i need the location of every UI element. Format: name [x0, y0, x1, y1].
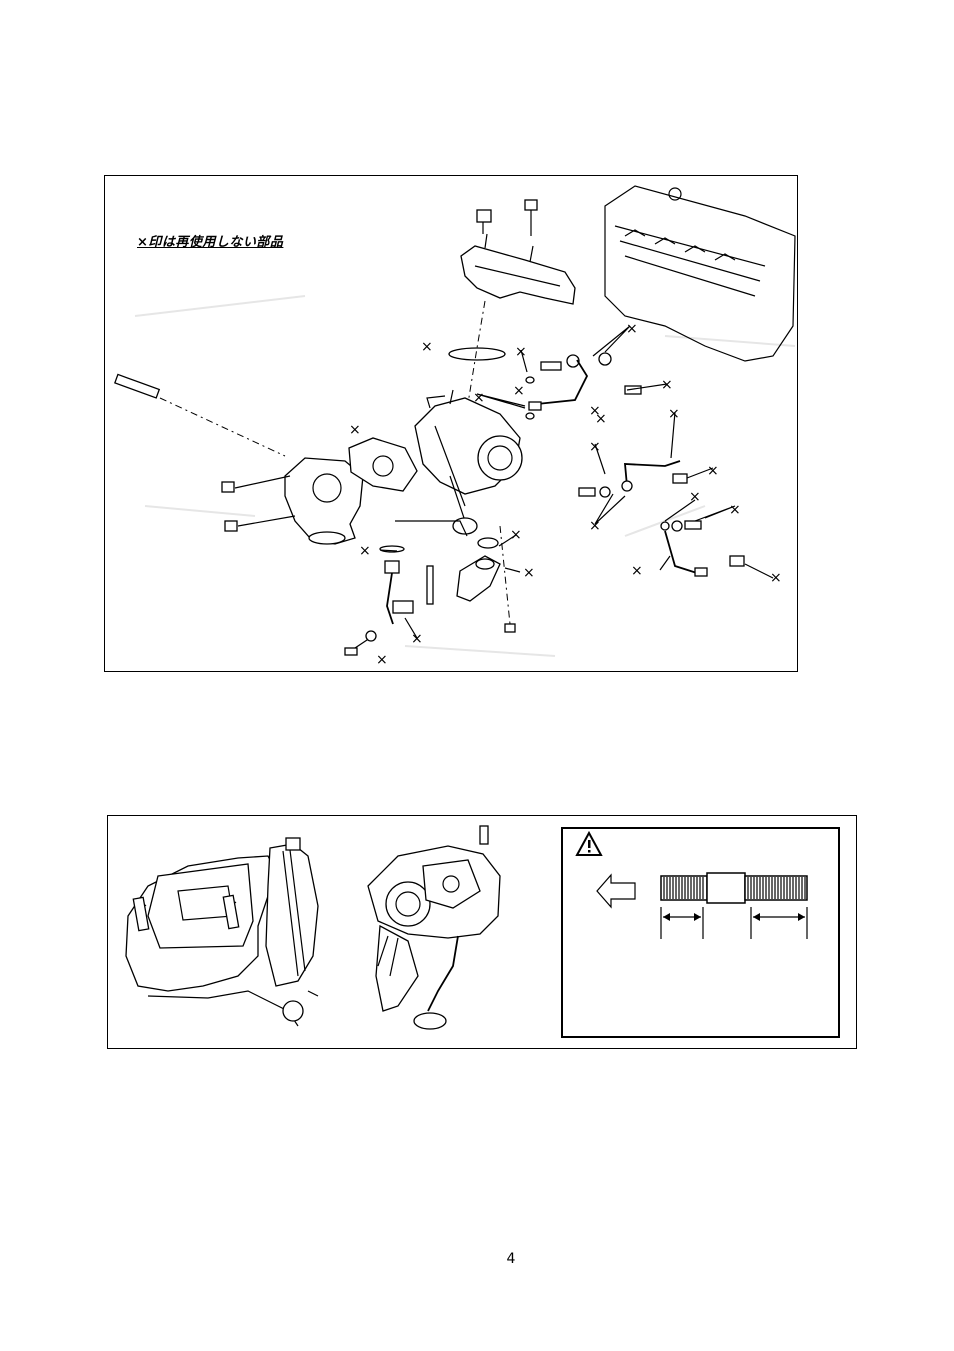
x-marker: × [523, 565, 535, 581]
x-marker: × [689, 489, 701, 505]
non-reusable-parts-note: ×印は再使用しない部品 [137, 231, 283, 250]
x-marker: × [589, 439, 601, 455]
non-reusable-part-markers: × × × × × × × × × × × × × × × × × × × × … [349, 321, 782, 668]
x-marker: × [513, 383, 525, 399]
dimension-lines [661, 907, 807, 939]
warning-triangle-icon [577, 833, 601, 855]
x-marker: × [661, 377, 673, 393]
oil-return-pipe-illustration [345, 521, 467, 655]
x-marker: × [510, 527, 522, 543]
turbo-front-view-illustration [126, 838, 318, 1026]
x-marker: × [359, 543, 371, 559]
coolant-pipe-upper-illustration [526, 353, 641, 419]
x-marker: × [707, 463, 719, 479]
x-marker: × [626, 321, 638, 337]
x-marker: × [631, 563, 643, 579]
oxygen-sensor-illustration [115, 374, 285, 456]
x-marker: × [589, 403, 601, 419]
manifold-gasket [449, 348, 505, 360]
x-marker: × [349, 422, 361, 438]
turbo-rear-view-illustration [368, 826, 500, 1029]
exploded-view-drawing: × × × × × × × × × × × × × × × × × × × × … [105, 176, 799, 673]
x-marker: × [421, 339, 433, 355]
page-number: 4 [500, 1251, 522, 1267]
x-marker: × [729, 502, 741, 518]
x-marker: × [473, 390, 485, 406]
x-marker: × [770, 570, 782, 586]
left-arrow-icon [597, 875, 635, 907]
x-marker: × [589, 518, 601, 534]
x-marker: × [515, 344, 527, 360]
turbocharger-illustration [415, 390, 522, 534]
x-marker: × [668, 406, 680, 422]
stud-bolt-drawing [563, 829, 842, 1040]
stud-bolt-inset [561, 827, 840, 1038]
turbo-stud-figure [107, 815, 857, 1049]
exhaust-manifold-illustration [461, 200, 575, 304]
stud-bolt-illustration [661, 873, 807, 903]
coolant-pipe-lower-illustration [579, 461, 744, 576]
x-marker: × [376, 652, 388, 668]
x-marker: × [411, 631, 423, 647]
